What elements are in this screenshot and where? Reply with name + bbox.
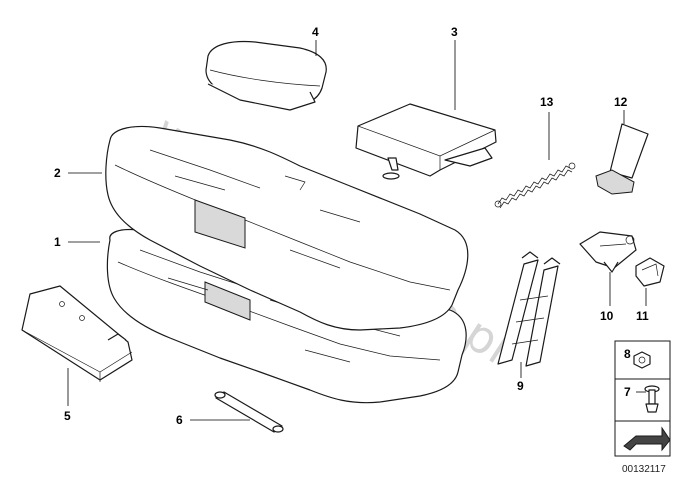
- retaining-clip: [635, 257, 665, 287]
- support-rod: [214, 391, 284, 433]
- callout-5: 5: [64, 409, 71, 423]
- callout-13: 13: [540, 95, 554, 109]
- seat-base-plate: [21, 285, 133, 382]
- callout-9: 9: [517, 379, 524, 393]
- callout-6: 6: [176, 413, 183, 427]
- armrest-assembly: [355, 103, 497, 180]
- hinge-frame: [497, 251, 561, 367]
- callout-2: 2: [54, 166, 61, 180]
- tension-spring: [494, 162, 576, 209]
- callout-1: 1: [54, 235, 61, 249]
- seat-cushion-lower: [106, 228, 467, 404]
- bolt-icon: [644, 385, 660, 413]
- seat-cover-upper: [105, 125, 469, 331]
- armrest-pad: [205, 40, 327, 111]
- callout-8: 8: [624, 347, 631, 361]
- mounting-bracket: [579, 231, 637, 273]
- direction-arrow-icon: [623, 426, 671, 452]
- seat-strap: [595, 123, 649, 195]
- callout-11: 11: [636, 309, 649, 323]
- diagram-code: 00132117: [622, 464, 666, 475]
- callout-12: 12: [614, 95, 628, 109]
- callout-10: 10: [600, 309, 614, 323]
- callout-4: 4: [312, 25, 319, 39]
- hex-nut-icon: [633, 351, 651, 369]
- callout-7: 7: [624, 385, 631, 399]
- fastener-panel: [614, 340, 671, 457]
- callout-3: 3: [451, 25, 458, 39]
